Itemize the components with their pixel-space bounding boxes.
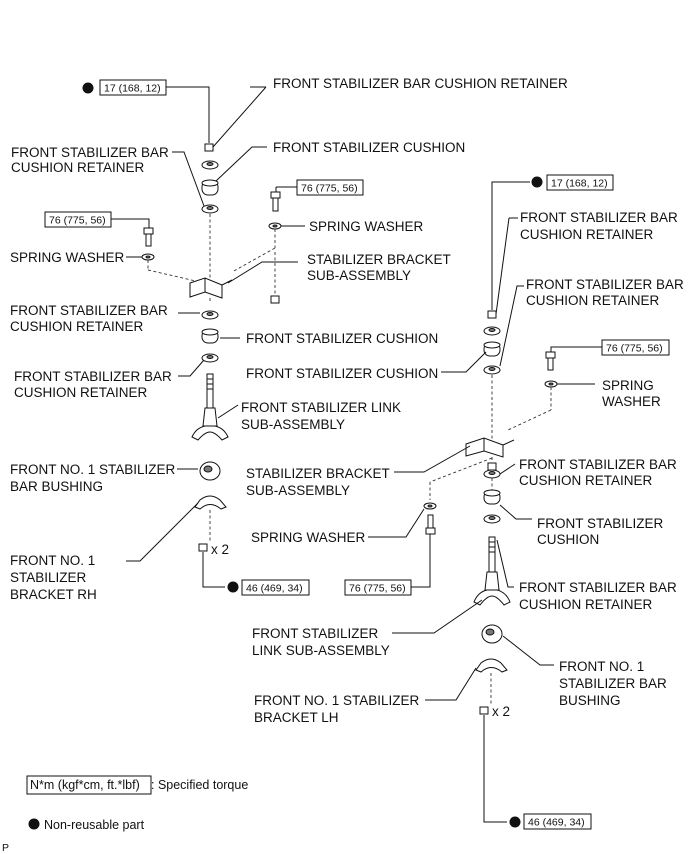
torque-value: 46 (469, 34) xyxy=(528,817,585,829)
nonreusable-mark xyxy=(227,581,239,593)
nonreusable-mark xyxy=(82,82,94,94)
label: CUSHION RETAINER xyxy=(519,473,653,488)
label: FRONT STABILIZER LINK xyxy=(241,400,401,415)
legend-torque-unit: N*m (kgf*cm, ft.*lbf) xyxy=(30,778,140,792)
label: SUB-ASSEMBLY xyxy=(307,268,411,283)
label: FRONT NO. 1 STABILIZER xyxy=(254,693,420,708)
torque-value: 76 (775, 56) xyxy=(349,583,406,595)
label: CUSHION RETAINER xyxy=(519,597,653,612)
label: SPRING WASHER xyxy=(10,250,125,265)
label: FRONT STABILIZER CUSHION xyxy=(246,366,438,381)
label: WASHER xyxy=(602,394,661,409)
label: CUSHION xyxy=(537,532,599,547)
bolt-part xyxy=(545,351,556,359)
label: FRONT STABILIZER BAR xyxy=(14,369,172,384)
nut-part xyxy=(479,706,489,715)
stabilizer-bracket-part xyxy=(194,495,227,510)
quantity-label: x 2 xyxy=(211,542,229,557)
torque-box xyxy=(546,174,614,191)
label: CUSHION RETAINER xyxy=(10,319,144,334)
torque-value: 17 (168, 12) xyxy=(551,178,608,190)
bolt-part xyxy=(143,227,154,235)
label: STABILIZER BAR xyxy=(559,676,667,691)
stabilizer-bracket-part xyxy=(189,277,223,299)
label: CUSHION RETAINER xyxy=(14,385,148,400)
label: FRONT STABILIZER BAR xyxy=(10,303,168,318)
legend-nonreusable: Non-reusable part xyxy=(44,818,145,832)
label: FRONT STABILIZER BAR xyxy=(526,277,684,292)
label: STABILIZER BRACKET xyxy=(246,466,390,481)
stabilizer-bracket-part xyxy=(475,658,508,673)
label: BUSHING xyxy=(559,693,621,708)
label: SUB-ASSEMBLY xyxy=(246,483,350,498)
label: SPRING WASHER xyxy=(251,530,366,545)
label: FRONT STABILIZER BAR xyxy=(519,580,677,595)
label: FRONT NO. 1 STABILIZER xyxy=(10,462,176,477)
nut-part xyxy=(198,543,208,552)
label: CUSHION RETAINER xyxy=(520,227,654,242)
nonreusable-mark xyxy=(531,176,543,188)
torque-box xyxy=(241,579,310,596)
label: FRONT STABILIZER BAR CUSHION RETAINER xyxy=(273,76,568,91)
nut-part xyxy=(204,143,214,152)
bolt-part xyxy=(427,514,434,529)
corner-mark: P xyxy=(2,842,9,854)
nut-part xyxy=(270,295,280,304)
torque-value: 17 (168, 12) xyxy=(104,83,161,95)
legend-nonreusable-mark xyxy=(28,818,40,830)
torque-value: 76 (775, 56) xyxy=(301,183,358,195)
label: SPRING WASHER xyxy=(309,219,424,234)
label: STABILIZER xyxy=(10,570,87,585)
label: BRACKET RH xyxy=(10,587,97,602)
nut-part xyxy=(487,310,497,319)
torque-value: 76 (775, 56) xyxy=(49,215,106,227)
label: FRONT STABILIZER CUSHION xyxy=(246,331,438,346)
label: SUB-ASSEMBLY xyxy=(241,417,345,432)
label: FRONT STABILIZER BAR xyxy=(11,145,169,160)
torque-box xyxy=(523,813,592,830)
torque-value: 76 (775, 56) xyxy=(606,343,663,355)
label: FRONT NO. 1 xyxy=(10,553,95,568)
label: CUSHION RETAINER xyxy=(526,293,660,308)
label: FRONT NO. 1 xyxy=(559,659,644,674)
torque-value: 46 (469, 34) xyxy=(246,583,303,595)
nut-part xyxy=(487,462,497,471)
legend-torque-box xyxy=(26,775,152,795)
label: CUSHION RETAINER xyxy=(11,160,145,175)
label: FRONT STABILIZER xyxy=(252,626,379,641)
label: LINK SUB-ASSEMBLY xyxy=(252,643,390,658)
nonreusable-mark xyxy=(509,816,521,828)
quantity-label: x 2 xyxy=(492,704,510,719)
label: FRONT STABILIZER BAR xyxy=(519,457,677,472)
legend-torque-desc: : Specified torque xyxy=(151,778,248,792)
label: BAR BUSHING xyxy=(10,479,103,494)
label: FRONT STABILIZER xyxy=(537,516,664,531)
label: FRONT STABILIZER BAR xyxy=(520,210,678,225)
bolt-part xyxy=(270,191,281,199)
label: SPRING xyxy=(602,378,654,393)
label: STABILIZER BRACKET xyxy=(307,252,451,267)
label: BRACKET LH xyxy=(254,710,339,725)
label: FRONT STABILIZER CUSHION xyxy=(273,140,465,155)
